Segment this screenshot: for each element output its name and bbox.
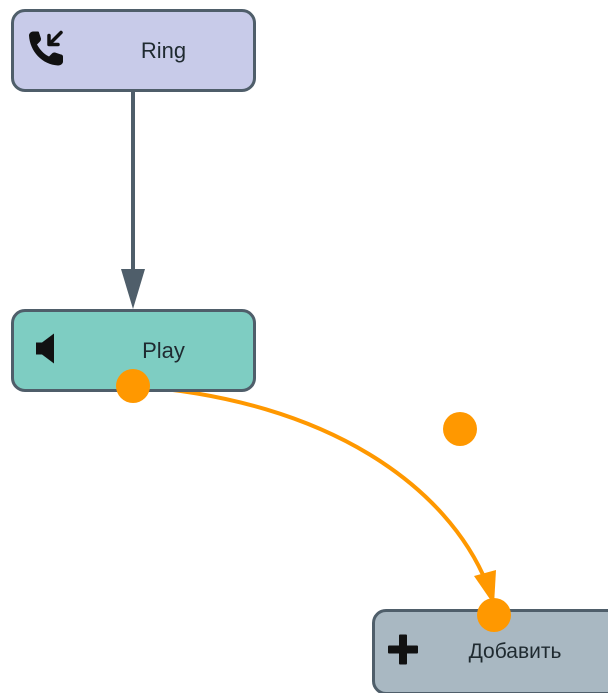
add-node-label: Добавить [468, 640, 562, 663]
play-output-handle[interactable] [116, 369, 150, 403]
node-ring-label: Ring [140, 37, 187, 63]
edge-play-to-add [132, 384, 489, 585]
node-ring[interactable]: Ring [11, 9, 256, 92]
plus-icon [385, 632, 421, 673]
detached-connector-handle[interactable] [443, 412, 477, 446]
speaker-icon [34, 331, 58, 370]
incoming-call-icon [24, 25, 70, 76]
add-input-handle[interactable] [477, 598, 511, 632]
edge-ring-to-play-arrowhead [121, 269, 145, 309]
node-play-label: Play [142, 337, 185, 363]
